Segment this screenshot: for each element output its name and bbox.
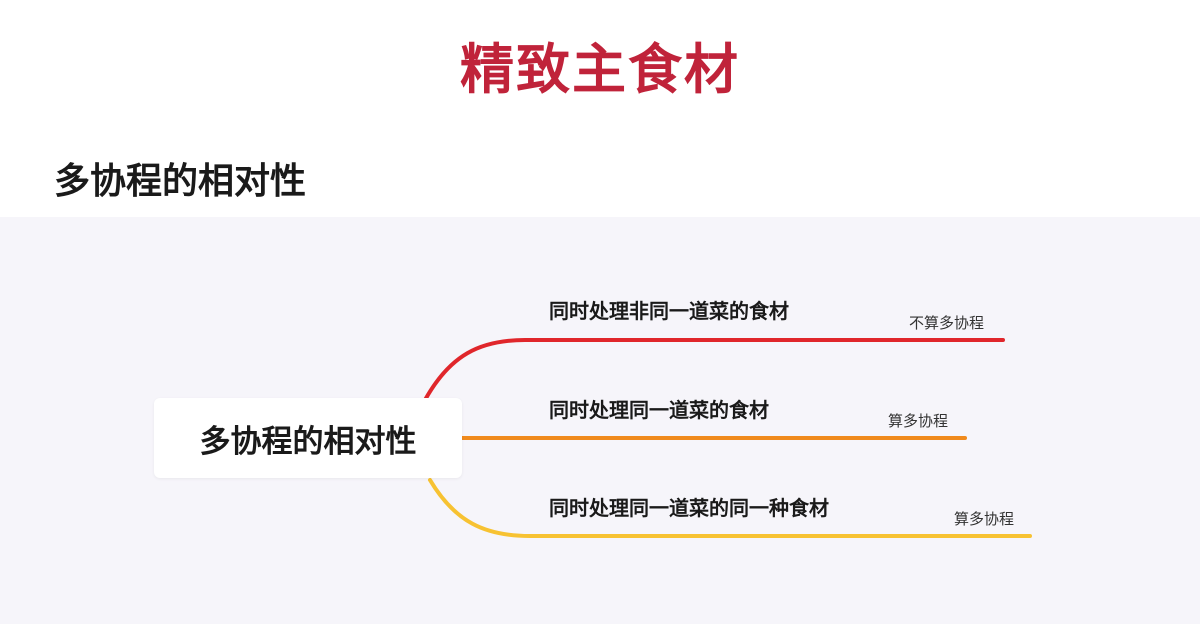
branch-2-note: 算多协程: [888, 412, 949, 430]
branch-1-note: 不算多协程: [909, 314, 985, 332]
branch-3-label: 同时处理同一道菜的同一种食材: [549, 496, 829, 520]
page-title: 精致主食材: [460, 38, 740, 101]
connector-branch-1: [423, 338, 1005, 402]
connector-branch-3: [428, 478, 1032, 538]
root-node: 多协程的相对性: [154, 398, 462, 478]
branch-1-label: 同时处理非同一道菜的食材: [549, 299, 789, 323]
branch-2-label: 同时处理同一道菜的食材: [549, 398, 769, 422]
section-heading: 多协程的相对性: [54, 161, 307, 202]
branch-3-note: 算多协程: [954, 510, 1015, 528]
